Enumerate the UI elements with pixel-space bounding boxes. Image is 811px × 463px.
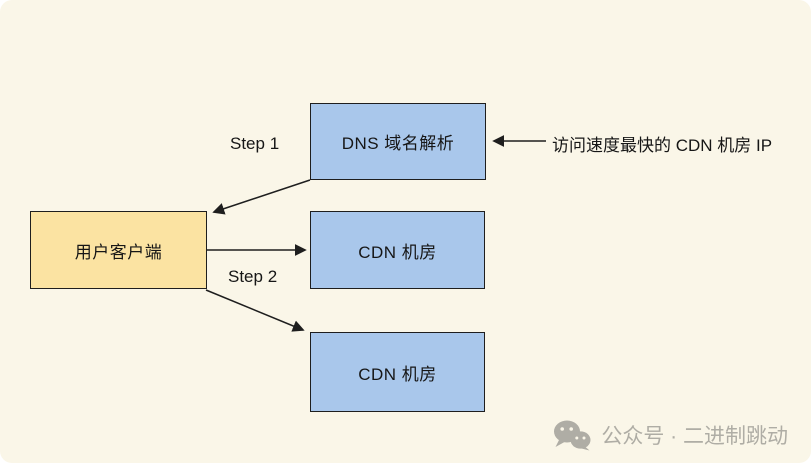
node-cdn-room-1-label: CDN 机房 [358, 242, 437, 262]
watermark-text: 公众号 · 二进制跳动 [601, 425, 788, 448]
node-dns-label: DNS 域名解析 [341, 134, 455, 153]
node-dns-resolution: DNS 域名解析 [310, 103, 486, 180]
edge-user-to-cdn2 [205, 289, 305, 332]
edge-dns-to-user [212, 179, 311, 215]
node-cdn-room-2: CDN 机房 [310, 332, 485, 412]
fastest-cdn-ip-annotation: 访问速度最快的 CDN 机房 IP [552, 136, 773, 155]
node-user-client: 用户客户端 [30, 211, 207, 289]
watermark: 公众号 · 二进制跳动 [552, 419, 788, 451]
step1-label: Step 1 [230, 134, 280, 153]
wechat-icon [554, 420, 591, 451]
step2-label: Step 2 [228, 267, 278, 286]
node-cdn-room-1: CDN 机房 [310, 211, 485, 289]
node-cdn-room-2-label: CDN 机房 [358, 364, 437, 384]
node-user-client-label: 用户客户端 [74, 242, 163, 262]
